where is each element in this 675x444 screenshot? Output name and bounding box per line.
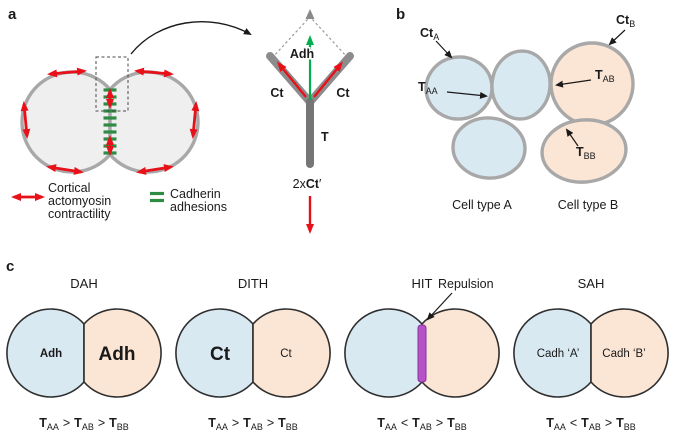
sah-left-label: Cadh ‘A’ [537,348,580,360]
sah-cell-right [590,308,669,398]
hit-cell-left [344,308,423,398]
panel-c: c DAH Adh Adh TAA>TAB>TBB DITH Ct Ct TAA… [6,258,669,432]
dah-inequality: TAA>TAB>TBB [39,416,129,432]
dith-cell-right [252,308,331,398]
t-aa-label: TAA [418,80,438,96]
ct-a-arrow [435,40,453,59]
doublet-cell-left [20,70,112,174]
ct-a-label: CtA [420,26,439,42]
2xct-label: 2xCt′ [293,177,322,191]
roi-dashed-box [95,56,129,112]
panel-b: b CtA CtB TAA TAB TBB Cell type A Cell t… [396,6,635,212]
dotted-guide-right [311,18,349,59]
t-ab-label: TAB [595,68,615,84]
cell-type-b-caption: Cell type B [558,198,618,212]
sah-cell-left [513,308,592,398]
t-bb-label: TBB [576,145,596,161]
dah-cell-left [6,308,85,398]
legend-adhesions-line1: Cadherin [170,187,221,201]
t-aa-arrow [446,91,488,99]
dith-inequality: TAA>TAB>TBB [208,416,298,432]
contractility-arrow [134,67,174,78]
apex-arrow-icon [305,9,315,19]
cell-A3 [451,116,527,180]
model-title-dah: DAH [70,276,97,291]
ct-left-label: Ct [270,86,284,100]
repulsion-label: Repulsion [438,277,494,291]
doublet-cell-right [108,70,200,174]
sah-inequality: TAA<TAB>TBB [546,416,636,432]
panel-a: a [8,6,354,234]
adh-label: Adh [290,47,314,61]
model-title-hit: HIT [412,276,433,291]
sah-right-label: Cadh ‘B’ [602,348,645,360]
cell-A2 [490,49,552,121]
dah-left-label: Adh [40,348,62,360]
repulsion-arrow [426,292,453,321]
legend-contractility-line3: contractility [48,207,111,221]
ct-right-label: Ct [336,86,350,100]
legend: Cortical actomyosin contractility Cadher… [11,181,227,221]
contractility-arrow [47,67,87,78]
hit-cell-right [421,308,500,398]
contractility-arrow [20,101,31,139]
legend-contractility-line2: actomyosin [48,194,111,208]
contractility-arrow [46,164,84,175]
hit-inequality: TAA<TAB>TBB [377,416,467,432]
cortical-contractility-arrows [20,67,200,175]
t-bb-arrow [565,128,579,147]
ct-arrow-right [313,61,343,98]
dotted-guide-left [271,18,309,59]
dith-right-label: Ct [280,348,292,360]
panel-b-label: b [396,6,405,23]
ct-b-label: CtB [616,13,635,29]
contractility-arrow [136,164,174,175]
panel-a-label: a [8,6,17,23]
cell-B2 [540,118,628,184]
legend-adhesions-line2: adhesions [170,200,227,214]
ct-arrow-left [277,61,307,98]
zoom-callout-arrow [130,21,252,55]
legend-contractility-line1: Cortical [48,181,90,195]
ct-b-arrow [608,29,626,46]
dah-cell-right [83,308,162,398]
t-label: T [321,130,329,144]
t-ab-arrow [555,79,592,88]
junction-zoom: Adh Ct Ct T 2xCt′ [266,9,354,234]
panel-c-label: c [6,258,14,275]
dith-cell-left [175,308,254,398]
dith-left-label: Ct [210,344,231,365]
model-title-dith: DITH [238,276,268,291]
model-title-sah: SAH [578,276,605,291]
repulsion-bar [417,324,427,383]
cell-type-a-caption: Cell type A [452,198,512,212]
dah-right-label: Adh [99,344,136,365]
contractility-arrow [189,101,200,139]
